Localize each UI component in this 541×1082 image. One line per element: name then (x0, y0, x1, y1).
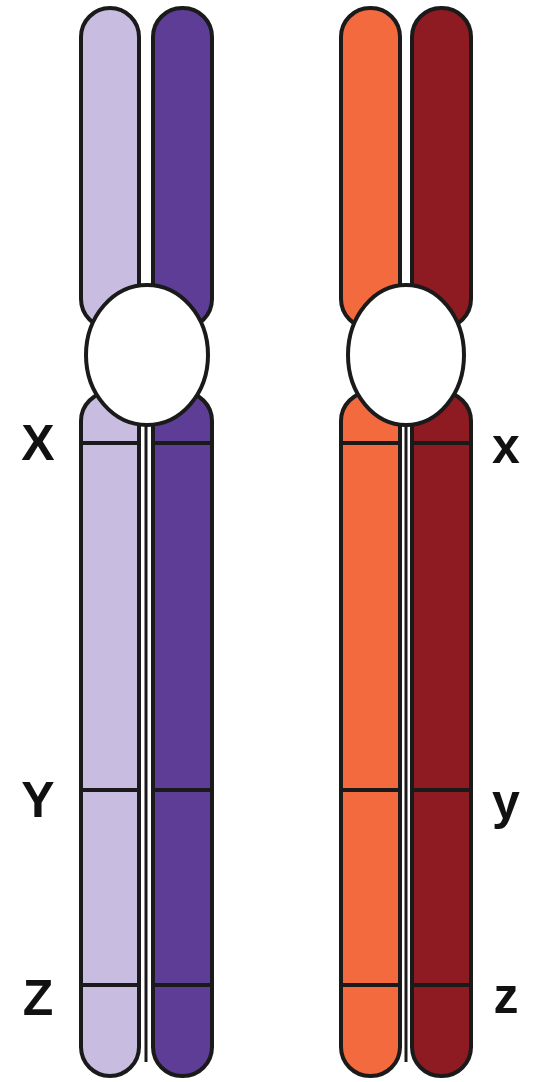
chromatid (153, 392, 212, 1076)
gene-band (341, 788, 400, 792)
chromatid (341, 392, 400, 1076)
gene-band (153, 441, 212, 445)
chromatid-divider (405, 400, 408, 1062)
allele-label: Z (23, 973, 54, 1023)
chromatid (412, 392, 471, 1076)
allele-label: x (492, 421, 520, 471)
gene-band (153, 983, 212, 987)
allele-label: y (492, 777, 520, 827)
chromatid (341, 8, 400, 328)
gene-band (412, 788, 471, 792)
gene-band (81, 441, 139, 445)
chromatid (81, 8, 139, 328)
gene-band (81, 788, 139, 792)
gene-band (153, 788, 212, 792)
chromatid (412, 8, 471, 328)
allele-label: z (494, 971, 519, 1021)
centromere (348, 285, 464, 425)
centromere (86, 285, 208, 425)
gene-band (341, 441, 400, 445)
allele-label: Y (21, 775, 54, 825)
allele-label: X (21, 418, 54, 468)
gene-band (341, 983, 400, 987)
chromatid (153, 8, 212, 328)
gene-band (412, 441, 471, 445)
chromatid (81, 392, 139, 1076)
gene-band (81, 983, 139, 987)
chromatid-divider (145, 400, 148, 1062)
gene-band (412, 983, 471, 987)
